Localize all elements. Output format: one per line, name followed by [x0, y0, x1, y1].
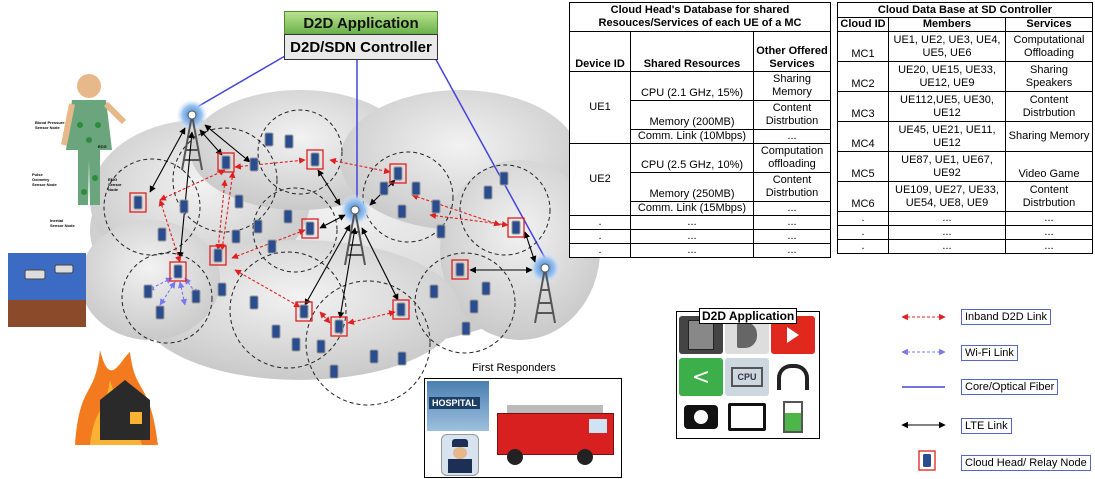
- battery-icon: [771, 398, 815, 436]
- table-cell: UE1: [569, 71, 631, 144]
- table-cell: Sharing Memory: [753, 71, 831, 101]
- table-cell: Content Distrbution: [753, 172, 831, 202]
- table-cell: .: [569, 243, 631, 258]
- table-cell: MC4: [837, 121, 889, 152]
- legend-lte: LTE Link: [961, 418, 1012, 434]
- table-cell: Comm. Link (10Mbps): [630, 129, 754, 144]
- core-fiber-links: [191, 55, 546, 259]
- table-cell: UE1, UE2, UE3, UE4, UE5, UE6: [888, 31, 1006, 62]
- sdn-table-title: Cloud Data Base at SD Controller: [837, 2, 1093, 18]
- table-cell: CPU (2.1 GHz, 15%): [630, 71, 754, 101]
- table-cell: ...: [753, 215, 831, 230]
- table-cell: Computational Offloading: [1005, 31, 1093, 62]
- hospital-sign: HOSPITAL: [429, 397, 480, 409]
- legend-core-fiber: Core/Optical Fiber: [961, 379, 1059, 395]
- cpu-icon: CPU: [725, 358, 769, 396]
- table-cell: Sharing Speakers: [1005, 61, 1093, 92]
- fire-house-image: [72, 345, 160, 445]
- table-cell: ...: [1005, 211, 1093, 226]
- table-cell: UE87, UE1, UE67, UE92: [888, 151, 1006, 182]
- table-cell: Content Distrbution: [1005, 181, 1093, 212]
- table-cell: .: [837, 239, 889, 254]
- table-cell: ...: [753, 229, 831, 244]
- table-cell: .: [837, 211, 889, 226]
- sensor-label-blood-pressure: Blood Pressure Sensor Node: [35, 120, 65, 130]
- fire-truck-icon: [497, 391, 617, 471]
- table-cell: UE109, UE27, UE33, UE54, UE8, UE9: [888, 181, 1006, 212]
- security-camera-image: [8, 253, 86, 327]
- sensor-label-pulse-oximetry: Pulse Oximetry Sensor Node: [32, 172, 57, 187]
- table-cell: Sharing Memory: [1005, 121, 1093, 152]
- table-cell: MC3: [837, 91, 889, 122]
- table-cell: ...: [753, 201, 831, 216]
- table-cell: ...: [888, 239, 1006, 254]
- table-cell: ...: [630, 229, 754, 244]
- col-services: Services: [1005, 17, 1093, 32]
- app-panel-title: D2D Application: [699, 308, 798, 324]
- col-shared-resources: Shared Resources: [630, 31, 754, 72]
- table-cell: .: [569, 229, 631, 244]
- table-cell: .: [837, 225, 889, 240]
- sensor-label-emg: EMG Sensor Node: [108, 177, 122, 192]
- body-sensor-figure: [61, 74, 127, 205]
- sdn-controller-database-table: Cloud Data Base at SD Controller Cloud I…: [837, 2, 1093, 254]
- d2d-application-title: D2D Application: [284, 11, 438, 35]
- headphones-icon: [771, 358, 815, 396]
- col-device-id: Device ID: [569, 31, 631, 72]
- sensor-label-ecg: ECG: [98, 144, 107, 149]
- table-cell: ...: [630, 243, 754, 258]
- table-cell: ...: [753, 129, 831, 144]
- monitor-icon: [725, 398, 769, 436]
- table-cell: MC2: [837, 61, 889, 92]
- table-cell: ...: [630, 215, 754, 230]
- table-cell: MC6: [837, 181, 889, 212]
- tower-icon: [529, 252, 561, 324]
- camera-icon: [679, 398, 723, 436]
- d2d-application-panel: < CPU: [676, 311, 820, 439]
- col-other-services: Other Offered Services: [753, 31, 831, 72]
- ue-device-icons: [133, 132, 521, 379]
- sdn-controller-title: D2D/SDN Controller: [284, 34, 438, 60]
- table-cell: Comm. Link (15Mbps): [630, 201, 754, 216]
- table-cell: ...: [1005, 239, 1093, 254]
- table-cell: ...: [888, 225, 1006, 240]
- sensor-label-inertial: Inertial Sensor Node: [50, 218, 75, 228]
- table-cell: CPU (2.5 GHz, 10%): [630, 143, 754, 173]
- table-cell: ...: [753, 243, 831, 258]
- table-cell: Video Game: [1005, 151, 1093, 182]
- first-responders-panel: HOSPITAL: [424, 378, 622, 478]
- table-cell: UE112,UE5, UE30, UE12: [888, 91, 1006, 122]
- col-members: Members: [888, 17, 1006, 32]
- relay-node-boxes: [129, 149, 525, 337]
- table-cell: UE45, UE21, UE11, UE12: [888, 121, 1006, 152]
- table-cell: Computation offloading: [753, 143, 831, 173]
- legend-wifi: Wi-Fi Link: [961, 345, 1018, 361]
- table-cell: .: [569, 215, 631, 230]
- first-responders-label: First Responders: [472, 362, 556, 374]
- table-cell: UE2: [569, 143, 631, 216]
- pdf-icon: [679, 316, 723, 354]
- table-cell: Memory (200MB): [630, 100, 754, 130]
- table-cell: ...: [888, 211, 1006, 226]
- table-cell: ...: [1005, 225, 1093, 240]
- table-cell: MC1: [837, 31, 889, 62]
- table-cell: MC5: [837, 151, 889, 182]
- table-cell: Content Distrbution: [753, 100, 831, 130]
- cpu-icon-text: CPU: [731, 367, 763, 387]
- police-officer-icon: [441, 434, 479, 476]
- col-cloud-id: Cloud ID: [837, 17, 889, 32]
- cloud-head-table-title: Cloud Head's Database for shared Resouce…: [569, 2, 831, 32]
- legend-relay-node: Cloud Head/ Relay Node: [961, 455, 1091, 471]
- inband-d2d-links: [158, 157, 509, 325]
- legend-inband-d2d: Inband D2D Link: [961, 309, 1051, 325]
- cloud-head-database-table: Cloud Head's Database for shared Resouce…: [569, 2, 831, 258]
- share-icon: <: [679, 358, 723, 396]
- hospital-icon: HOSPITAL: [427, 381, 489, 431]
- table-cell: Memory (250MB): [630, 172, 754, 202]
- table-cell: UE20, UE15, UE33, UE12, UE9: [888, 61, 1006, 92]
- table-cell: Content Distrbution: [1005, 91, 1093, 122]
